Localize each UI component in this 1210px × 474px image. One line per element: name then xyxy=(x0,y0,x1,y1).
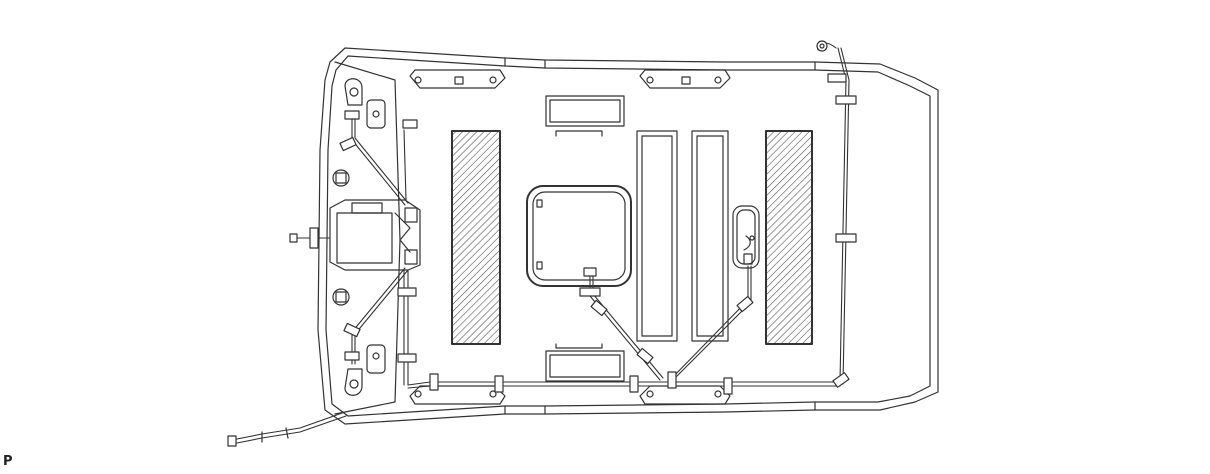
center-pad-bottom xyxy=(545,343,625,382)
coat-hook-top xyxy=(332,169,350,187)
harness-clamp xyxy=(339,136,357,152)
harness-clamp xyxy=(827,73,847,83)
harness-clamp xyxy=(309,227,319,249)
harness-clamp xyxy=(835,233,857,243)
harness-clamp xyxy=(736,295,754,313)
map-light-console xyxy=(329,199,421,271)
sun-visor-pad-front xyxy=(451,130,501,345)
assist-grip-bracket-bottom-front xyxy=(409,385,506,405)
harness-clamp xyxy=(494,375,504,393)
visor-clip-top-left xyxy=(344,78,386,129)
assist-grip-bracket-top-front xyxy=(409,69,506,89)
harness-clamp xyxy=(629,375,639,393)
harness-clamp-group xyxy=(309,73,857,395)
figure-corner-label: P xyxy=(3,454,13,469)
harness-clamp xyxy=(590,299,608,317)
harness-clamp xyxy=(579,287,601,297)
harness-clamp xyxy=(636,347,654,365)
harness-clamp xyxy=(397,353,417,363)
harness-clamp xyxy=(429,373,439,391)
harness-clamp xyxy=(344,110,360,120)
coat-hook-bottom xyxy=(332,288,350,306)
harness-clamp xyxy=(832,372,850,388)
assist-grip-bracket-bottom-rear xyxy=(639,385,731,405)
visor-clip-bottom-left xyxy=(344,344,386,396)
harness-clamp xyxy=(397,287,417,297)
center-pad-top xyxy=(545,95,625,137)
roof-bow-1 xyxy=(636,130,678,342)
harness-clamp xyxy=(344,351,360,361)
wire-harness xyxy=(231,42,850,445)
harness-clamp xyxy=(723,377,733,395)
harness-clamp xyxy=(667,371,677,389)
harness-clamp xyxy=(402,119,418,129)
connector-dangling-lead xyxy=(227,427,289,447)
assist-grip-bracket-top-rear xyxy=(639,69,731,89)
roof-bow-2 xyxy=(691,130,729,342)
dome-light-rear xyxy=(732,205,760,269)
connector-left-end xyxy=(289,233,298,243)
sun-visor-pad-rear xyxy=(765,130,813,345)
connector-top-right xyxy=(816,40,828,52)
harness-clamp xyxy=(835,95,857,105)
sunroof-opening xyxy=(526,185,632,287)
harness-clamp xyxy=(343,322,361,338)
